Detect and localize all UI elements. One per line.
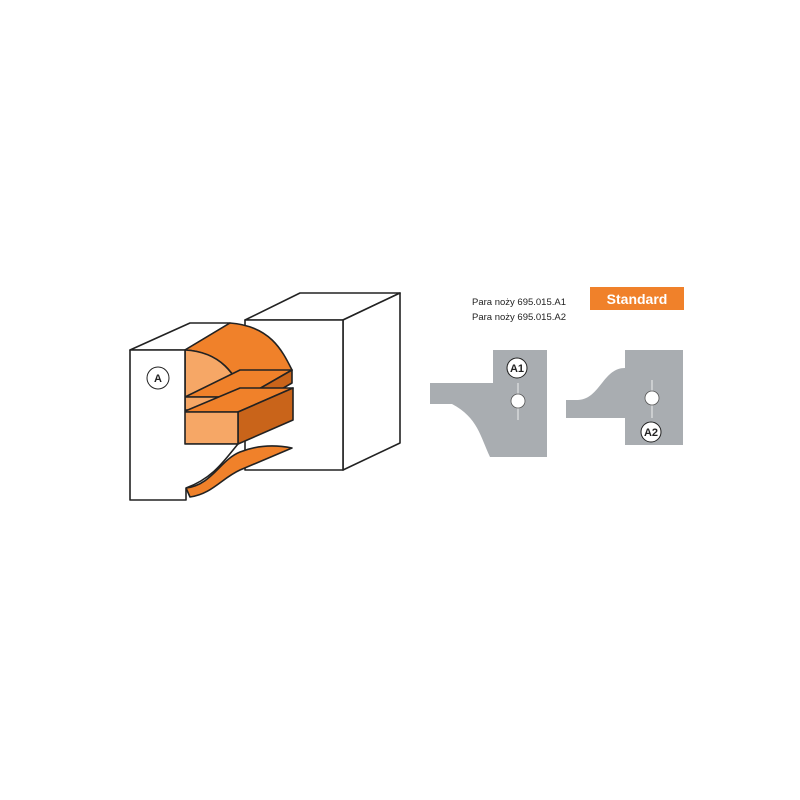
knife-a2-body xyxy=(566,350,683,445)
knife-a2-label-circle xyxy=(640,421,662,443)
standard-badge: Standard xyxy=(590,287,684,310)
block-label-circle xyxy=(146,366,170,390)
knife-a1-label: A1 xyxy=(510,363,524,375)
knife-a1-label-circle xyxy=(506,357,528,379)
knife-a2-hole xyxy=(644,390,660,406)
lower-profile-bead xyxy=(185,445,293,498)
standard-badge-bg xyxy=(590,287,684,310)
knife-a2: A2 xyxy=(566,350,683,445)
block-label: A xyxy=(154,373,162,385)
block-back-side-face xyxy=(342,292,401,471)
knife-a1: A1 xyxy=(430,350,547,457)
knife-ref-line-2: Para noży 695.015.A2 xyxy=(472,312,566,323)
standard-badge-label: Standard xyxy=(607,291,668,307)
knife-a1-hole xyxy=(510,393,526,409)
profiled-block: A xyxy=(129,292,401,501)
knife-a2-label: A2 xyxy=(644,427,658,439)
knife-ref-line-1: Para noży 695.015.A1 xyxy=(472,297,566,308)
knife-a1-body xyxy=(430,350,547,457)
groove-slab-front xyxy=(182,411,239,445)
